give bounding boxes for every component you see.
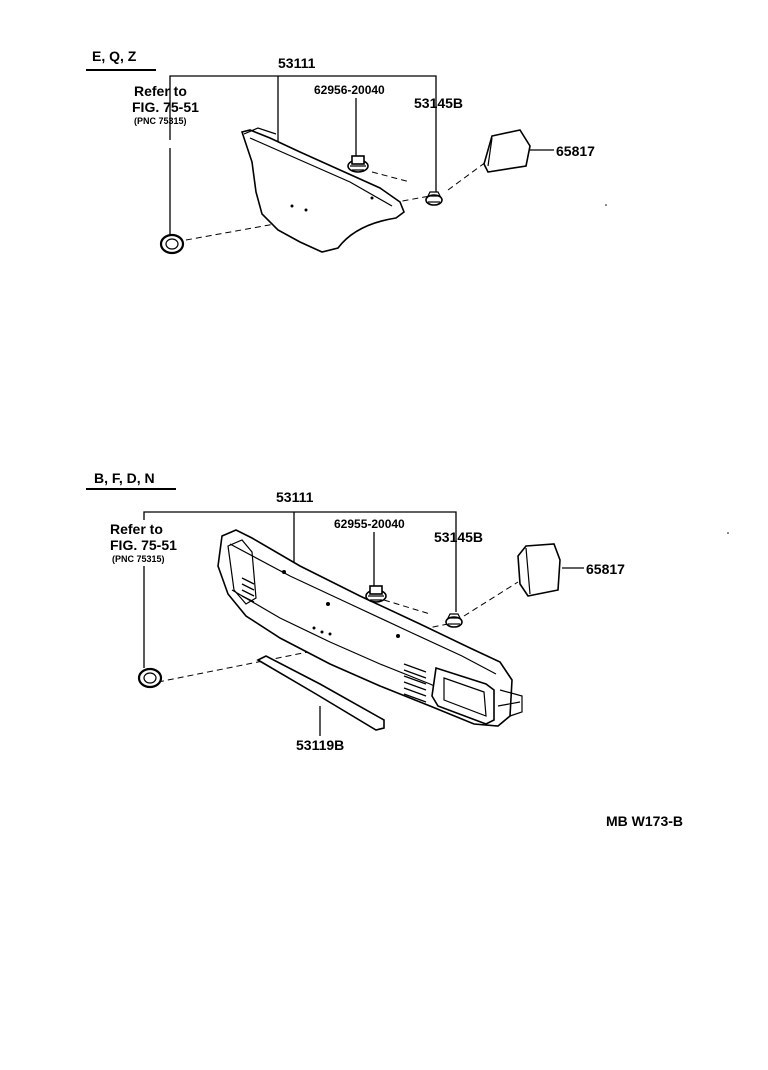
top-refer-line2: FIG. 75-51 [132, 99, 199, 115]
top-cover-icon [483, 129, 531, 173]
scan-speck [727, 532, 729, 534]
top-models-label: E, Q, Z [92, 48, 137, 64]
bottom-refer-line1: Refer to [110, 521, 163, 537]
bottom-grille-hole [328, 632, 332, 636]
bottom-section: B, F, D, N 53111 Refer to FIG. 75-51 (PN… [86, 470, 625, 753]
bottom-models-label: B, F, D, N [94, 470, 155, 486]
top-retainer-label: 53145B [414, 95, 463, 111]
top-clip-label: 62956-20040 [314, 83, 385, 97]
bottom-grille-hole [320, 630, 324, 634]
bottom-cover-label: 65817 [586, 561, 625, 577]
bottom-dash-line-2 [463, 581, 519, 617]
top-grille-hole [290, 204, 294, 208]
bottom-molding-strip [256, 655, 385, 731]
top-main-part-label: 53111 [278, 55, 316, 71]
top-section: E, Q, Z 53111 Refer to FIG. 75-51 (PNC 7… [86, 48, 595, 255]
bottom-bracket [143, 511, 457, 612]
figure-code: MB W173-B [606, 813, 683, 829]
bottom-grille-hole [326, 602, 330, 606]
bottom-grille-hole [282, 570, 286, 574]
top-bracket [169, 75, 437, 192]
top-retainer-icon [425, 191, 443, 206]
bottom-grille-left-opening [227, 539, 257, 605]
bottom-grille-right-inner [443, 677, 487, 717]
bottom-refer-line3: (PNC 75315) [112, 554, 165, 564]
bottom-grille-top-edge [229, 543, 497, 675]
top-emblem-icon [159, 148, 185, 255]
top-refer-line1: Refer to [134, 83, 187, 99]
top-cover-label: 65817 [556, 143, 595, 159]
top-grille-panel [240, 129, 405, 253]
bottom-clip-label: 62955-20040 [334, 517, 405, 531]
scan-speck [605, 204, 607, 206]
top-grille-inner-edge [249, 137, 393, 207]
bottom-refer-line2: FIG. 75-51 [110, 537, 177, 553]
top-grille-hole [370, 196, 374, 200]
bottom-grille-left-vents [241, 577, 255, 603]
bottom-grille-right-tab [497, 689, 523, 717]
bottom-dash-line-3 [383, 599, 431, 615]
top-dash-line-3 [371, 171, 411, 183]
bottom-main-part-label: 53111 [276, 489, 314, 505]
bottom-cover-icon [517, 543, 561, 597]
bottom-retainer-label: 53145B [434, 529, 483, 545]
bottom-clip-icon [365, 585, 387, 603]
bottom-grille-right-vents [403, 663, 427, 703]
top-dash-line-2 [447, 161, 487, 191]
bottom-emblem-icon [137, 566, 163, 689]
top-refer-line3: (PNC 75315) [134, 116, 187, 126]
top-grille-hole [304, 208, 308, 212]
bottom-grille-right-opening [431, 666, 495, 725]
top-grille-top-lip [243, 127, 277, 135]
bottom-molding-label: 53119B [296, 737, 344, 753]
bottom-retainer-icon [445, 613, 463, 628]
bottom-grille-hole [312, 626, 316, 630]
top-clip-icon [347, 155, 369, 173]
bottom-grille-hole [396, 634, 400, 638]
